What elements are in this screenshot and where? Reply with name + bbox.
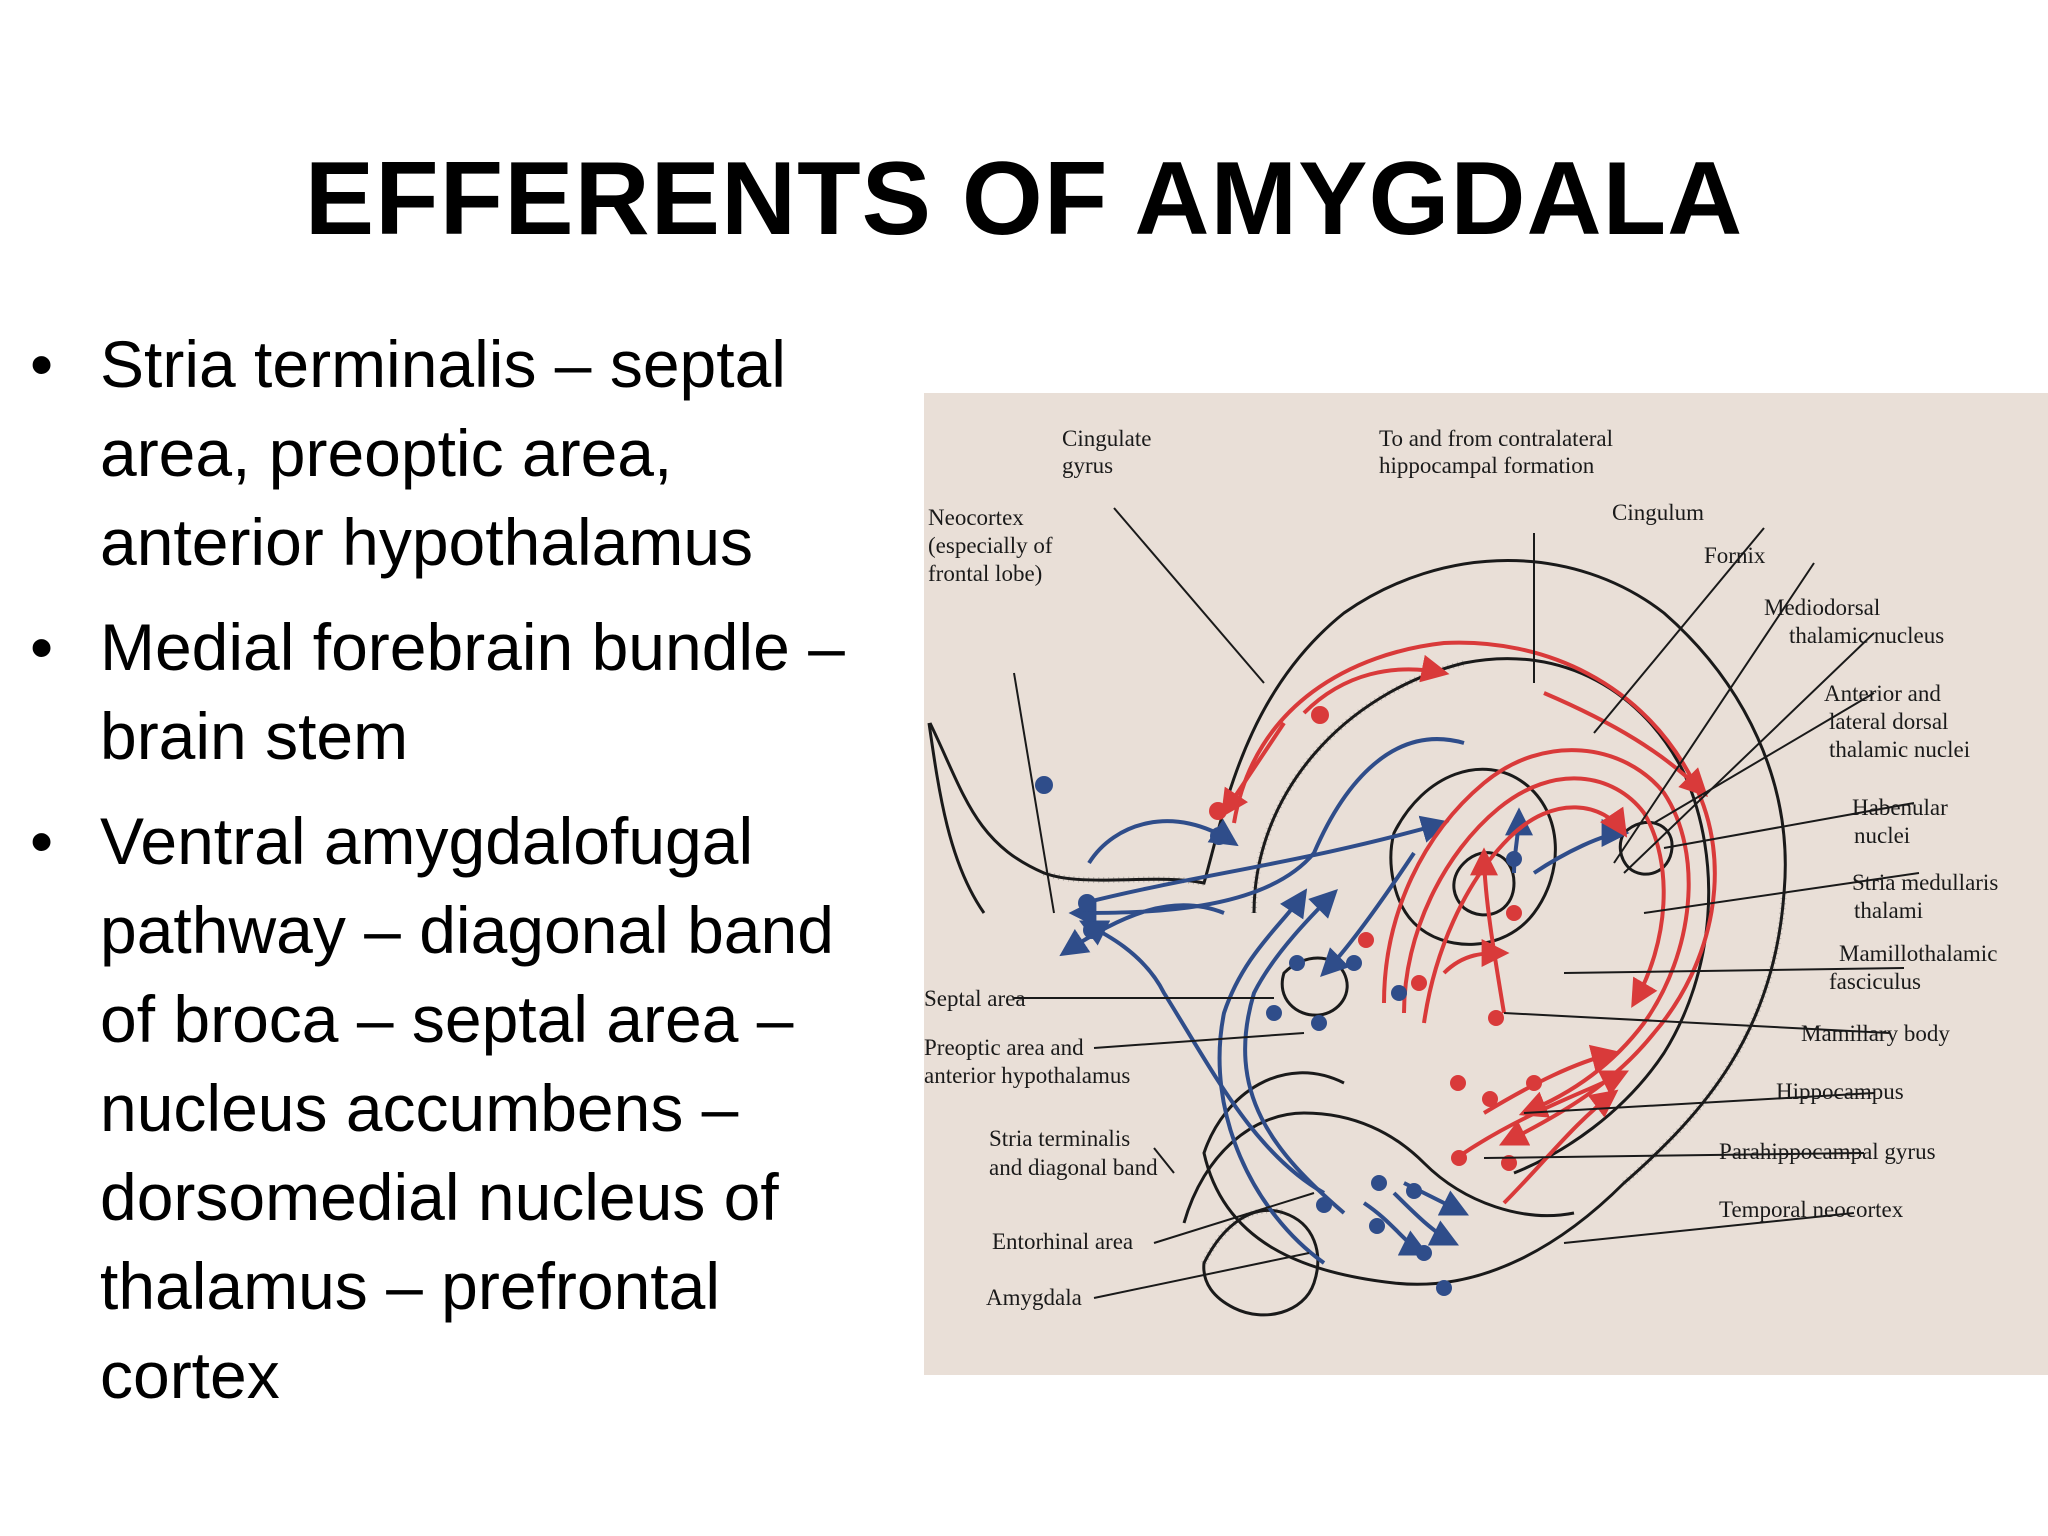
label-mediodorsal-2: thalamic nucleus bbox=[1789, 623, 1944, 648]
red-path-fornix-1 bbox=[1382, 748, 1691, 1118]
blue-path-amygdala-4 bbox=[1392, 1191, 1460, 1246]
label-contralateral-1: To and from contralateral bbox=[1379, 426, 1613, 451]
label-mamillothalamic-2: fasciculus bbox=[1829, 969, 1921, 994]
bullet-line: thalamus – prefrontal bbox=[100, 1249, 721, 1323]
label-stria-terminalis-2: and diagonal band bbox=[989, 1155, 1158, 1180]
label-neocortex-1: Neocortex bbox=[928, 505, 1024, 530]
label-fornix: Fornix bbox=[1704, 543, 1766, 568]
cingulate-inner-outline bbox=[1252, 657, 1711, 1175]
label-habenular-1: Habenular bbox=[1852, 795, 1948, 820]
bullet-line: anterior hypothalamus bbox=[100, 505, 754, 579]
bullet-icon: • bbox=[30, 327, 54, 401]
red-path-cingulum bbox=[1220, 721, 1286, 818]
bullet-line: Ventral amygdalofugal bbox=[100, 804, 754, 878]
bullet-line: nucleus accumbens – bbox=[100, 1071, 739, 1145]
septal-outline bbox=[1280, 956, 1349, 1017]
label-neocortex-2: (especially of bbox=[928, 533, 1053, 558]
label-stria-medullaris-1: Stria medullaris bbox=[1852, 870, 1998, 895]
limbic-diagram-svg: Cingulate gyrus To and from contralatera… bbox=[924, 393, 2048, 1375]
label-preoptic-2: anterior hypothalamus bbox=[924, 1063, 1130, 1088]
red-path-hippocampus-1 bbox=[1462, 1070, 1630, 1155]
bullet-line: dorsomedial nucleus of bbox=[100, 1160, 779, 1234]
red-path-mamillary bbox=[1442, 939, 1510, 975]
label-neocortex-3: frontal lobe) bbox=[928, 561, 1042, 586]
bullet-line: pathway – diagonal band bbox=[100, 893, 834, 967]
bullet-line: cortex bbox=[100, 1338, 280, 1412]
bullet-line: area, preoptic area, bbox=[100, 416, 673, 490]
blue-dots bbox=[1035, 776, 1522, 1296]
amygdala-outline bbox=[1202, 1208, 1320, 1317]
label-temporal-neocortex: Temporal neocortex bbox=[1719, 1197, 1904, 1222]
label-amygdala: Amygdala bbox=[986, 1285, 1082, 1310]
blue-path-medial-1 bbox=[1083, 815, 1450, 905]
bullet-icon: • bbox=[30, 610, 54, 684]
red-path-contralateral bbox=[1543, 691, 1708, 797]
label-entorhinal: Entorhinal area bbox=[992, 1229, 1133, 1254]
label-stria-medullaris-2: thalami bbox=[1854, 898, 1923, 923]
label-septal-area: Septal area bbox=[924, 986, 1026, 1011]
red-path-fornix-3 bbox=[1422, 805, 1628, 1024]
label-cingulate-gyrus-2: gyrus bbox=[1062, 453, 1113, 478]
blue-path-amygdala-2 bbox=[1243, 889, 1346, 1215]
blue-path-medial-2 bbox=[1068, 737, 1465, 927]
label-contralateral-2: hippocampal formation bbox=[1379, 453, 1595, 478]
red-path-fornix-2 bbox=[1402, 776, 1666, 1014]
label-anterior-1: Anterior and bbox=[1824, 681, 1941, 706]
red-path-cingulate-1 bbox=[1232, 640, 1717, 1146]
red-pathways bbox=[1220, 640, 1717, 1205]
label-anterior-3: thalamic nuclei bbox=[1829, 737, 1970, 762]
label-mamillary-body: Mamillary body bbox=[1801, 1021, 1950, 1046]
red-path-hippocampus-2 bbox=[1482, 1044, 1620, 1115]
blue-path-mamillothalamic bbox=[1504, 807, 1533, 874]
bullet-list: • Stria terminalis – septal area, preopt… bbox=[20, 320, 920, 1436]
label-mediodorsal-1: Mediodorsal bbox=[1764, 595, 1880, 620]
label-parahippocampal: Parahippocampal gyrus bbox=[1719, 1139, 1936, 1164]
temporal-lobe-outline bbox=[1182, 1111, 1575, 1224]
cortex-outline bbox=[928, 559, 1787, 1286]
red-path-cingulate-2 bbox=[1302, 654, 1450, 715]
leader-lines bbox=[1013, 507, 1920, 1299]
bullet-line: Stria terminalis – septal bbox=[100, 327, 786, 401]
red-dots bbox=[1209, 706, 1542, 1171]
label-stria-terminalis-1: Stria terminalis bbox=[989, 1126, 1130, 1151]
label-cingulate-gyrus-1: Cingulate bbox=[1062, 426, 1151, 451]
limbic-diagram-figure: Cingulate gyrus To and from contralatera… bbox=[924, 393, 2048, 1375]
red-path-thalamic bbox=[1470, 847, 1506, 1014]
red-path-parahippocampal bbox=[1502, 1089, 1619, 1205]
neocortex-left-outline bbox=[927, 722, 986, 914]
label-anterior-2: lateral dorsal bbox=[1829, 709, 1948, 734]
blue-path-thalamus bbox=[1320, 851, 1416, 977]
bullet-icon: • bbox=[30, 804, 54, 878]
label-habenular-2: nuclei bbox=[1854, 823, 1910, 848]
bullet-item-ventral-amygdalofugal: • Ventral amygdalofugal pathway – diagon… bbox=[20, 797, 920, 1420]
bullet-line: of broca – septal area – bbox=[100, 982, 794, 1056]
thalamus-outline bbox=[1389, 767, 1557, 946]
label-cingulum: Cingulum bbox=[1612, 500, 1704, 525]
bullet-line: brain stem bbox=[100, 699, 409, 773]
label-preoptic-1: Preoptic area and bbox=[924, 1035, 1084, 1060]
bullet-item-medial-forebrain-bundle: • Medial forebrain bundle – brain stem bbox=[20, 603, 920, 781]
bullet-line: Medial forebrain bundle – bbox=[100, 610, 845, 684]
blue-path-amygdala-1 bbox=[1078, 920, 1325, 1195]
label-mamillothalamic-1: Mamillothalamic bbox=[1839, 941, 1997, 966]
bullet-item-stria-terminalis: • Stria terminalis – septal area, preopt… bbox=[20, 320, 920, 587]
slide-title: EFFERENTS OF AMYGDALA bbox=[304, 141, 1744, 257]
diagram-labels: Cingulate gyrus To and from contralatera… bbox=[924, 426, 1998, 1310]
stipple-shading bbox=[1042, 660, 1787, 1265]
label-hippocampus: Hippocampus bbox=[1776, 1079, 1904, 1104]
